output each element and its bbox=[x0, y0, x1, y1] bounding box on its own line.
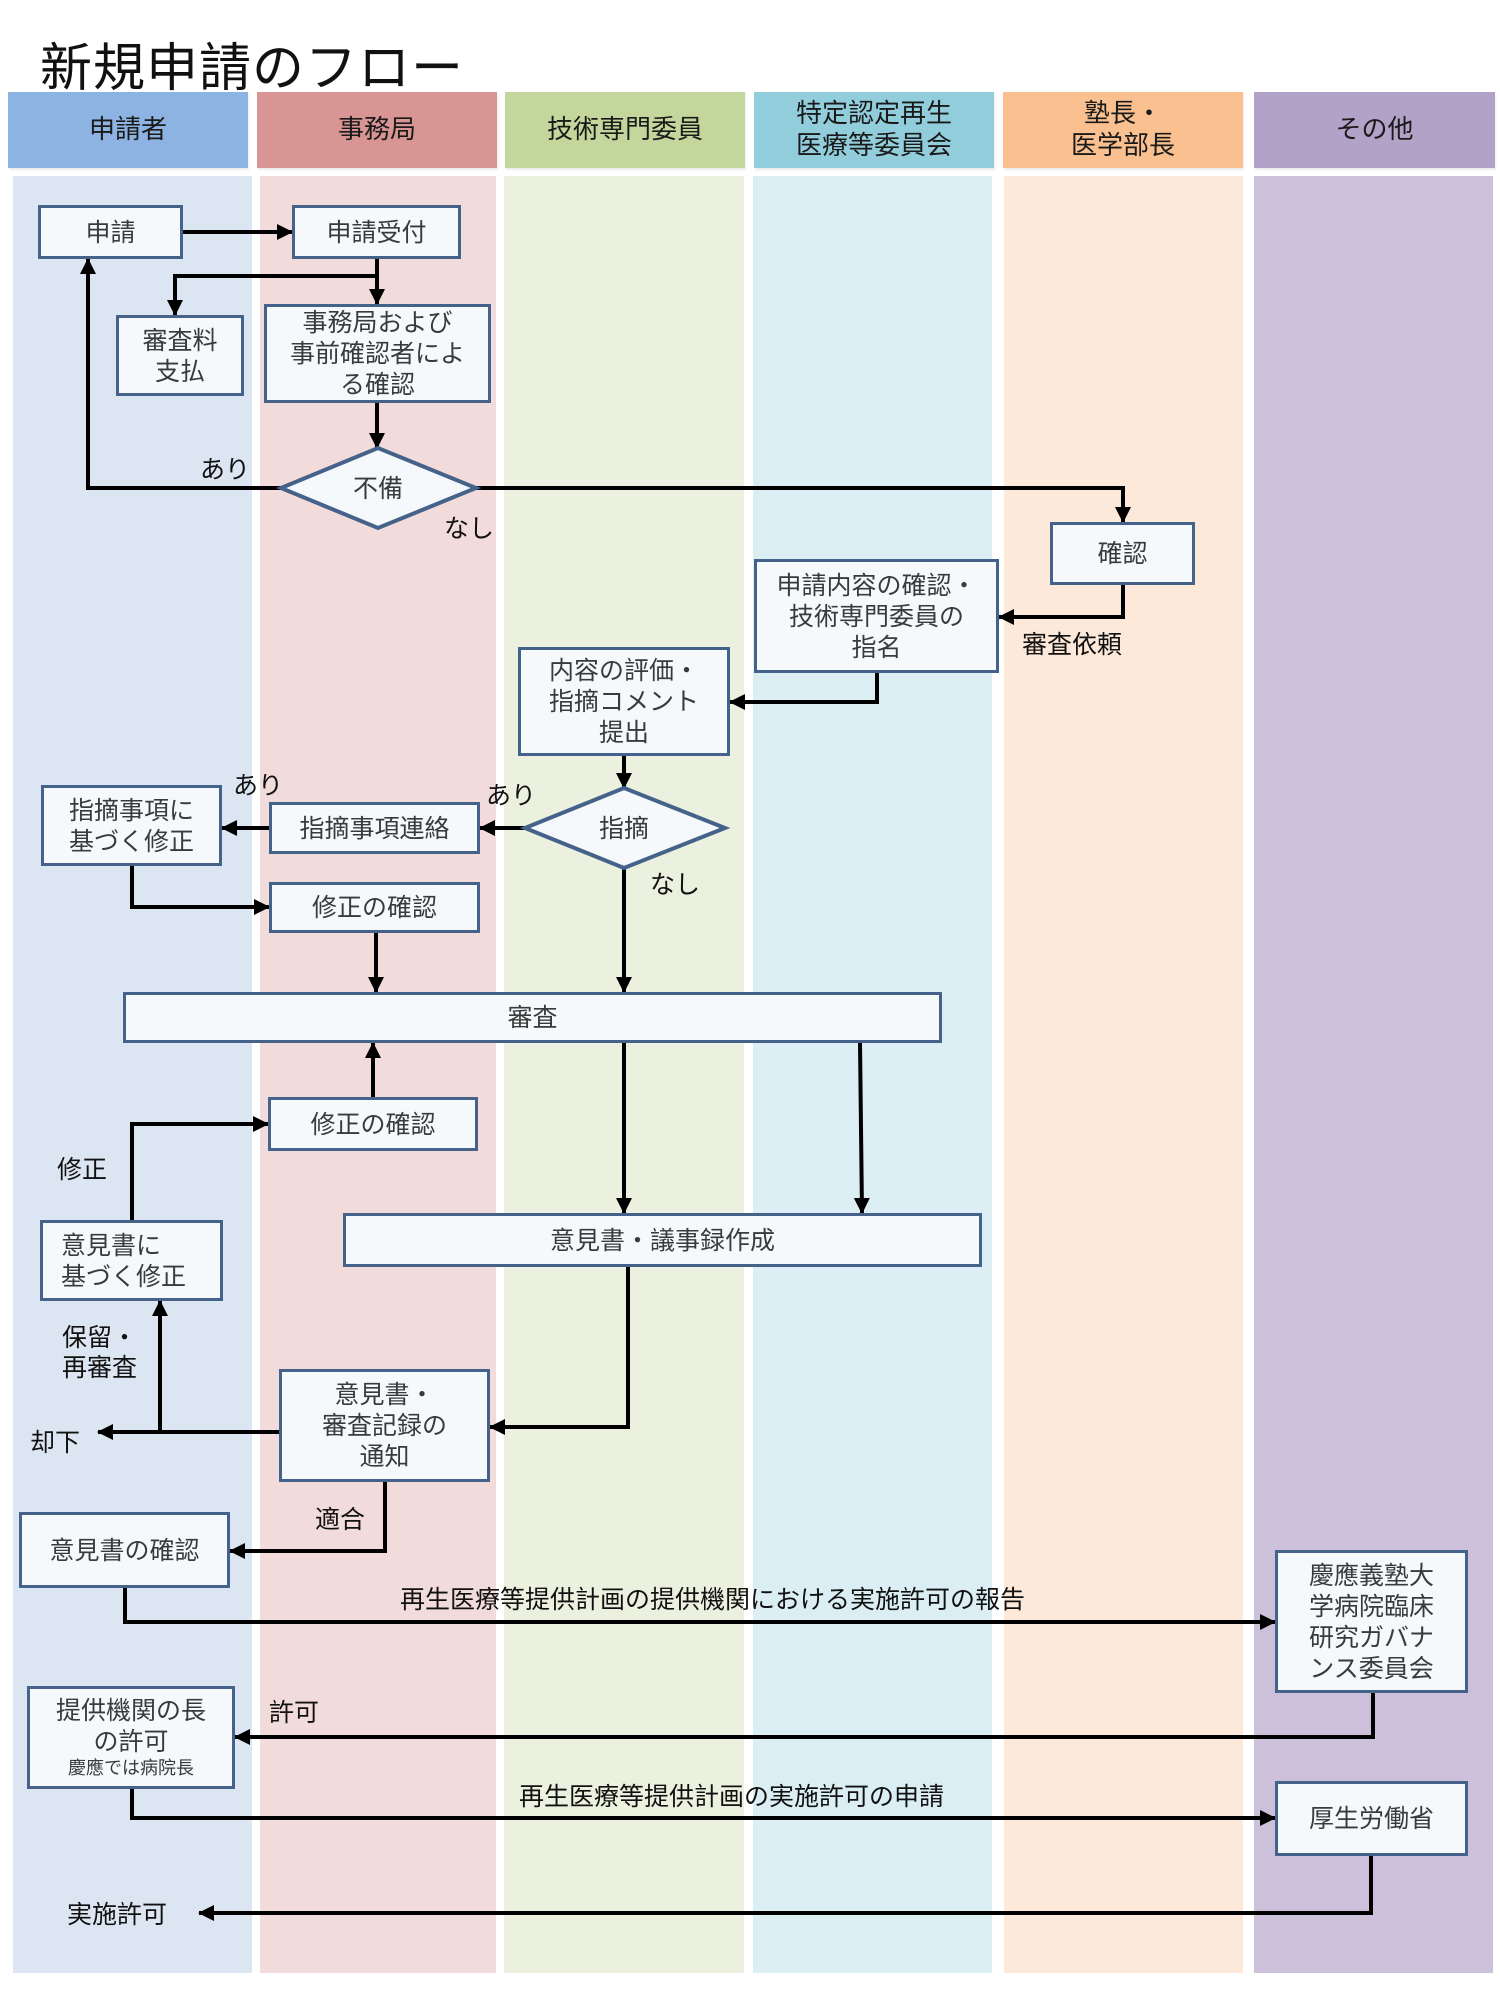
connector-permit bbox=[234, 1693, 1375, 1745]
lane-header-applicant: 申請者 bbox=[8, 92, 248, 168]
deficiency-diamond bbox=[275, 445, 482, 531]
mhlw-box: 厚生労働省 bbox=[1275, 1781, 1468, 1856]
box-label: 意見書・ 審査記録の 通知 bbox=[321, 1380, 447, 1471]
fix-opinion-box: 意見書に 基づく修正 bbox=[40, 1220, 223, 1301]
assign-expert-box: 申請内容の確認・ 技術専門委員の 指名 bbox=[754, 559, 999, 673]
lane-header-secretariat: 事務局 bbox=[257, 92, 497, 168]
apply-box: 申請 bbox=[38, 205, 183, 259]
box-label: 審査料 支払 bbox=[142, 325, 218, 386]
connector-report bbox=[123, 1588, 1276, 1630]
lane-body-applicant bbox=[13, 176, 252, 1973]
connector-confirm-to-assign bbox=[998, 585, 1125, 625]
opinion-check-box: 意見書の確認 bbox=[19, 1512, 230, 1588]
notice-box: 意見書・ 審査記録の 通知 bbox=[279, 1369, 490, 1482]
box-label: 内容の評価・ 指摘コメント 提出 bbox=[548, 656, 699, 747]
box-label: 意見書・議事録作成 bbox=[549, 1225, 775, 1255]
lane-label: 事務局 bbox=[337, 115, 416, 145]
review-box: 審査 bbox=[123, 992, 942, 1043]
box-label: 申請受付 bbox=[326, 217, 427, 247]
label-apply-permit: 再生医療等提供計画の実施許可の申請 bbox=[519, 1782, 945, 1811]
connector-review-to-minutes-2 bbox=[853, 1042, 870, 1214]
lane-label: 技術専門委員 bbox=[546, 115, 703, 145]
remarks-diamond bbox=[519, 785, 731, 871]
lane-label: その他 bbox=[1335, 115, 1414, 145]
box-label: 確認 bbox=[1097, 539, 1148, 568]
remarks-decision: 指摘 bbox=[598, 814, 650, 843]
lane-header-president-dean: 塾長・ 医学部長 bbox=[1003, 92, 1243, 168]
receipt-box: 申請受付 bbox=[292, 205, 461, 259]
fix-remarks-box: 指摘事項に 基づく修正 bbox=[41, 785, 222, 866]
label-deficiency-no: なし bbox=[444, 514, 495, 543]
box-label: 修正の確認 bbox=[310, 1109, 436, 1139]
evaluate-box: 内容の評価・ 指摘コメント 提出 bbox=[518, 647, 730, 756]
lane-header-other: その他 bbox=[1254, 92, 1495, 168]
lane-body-president-dean bbox=[1004, 176, 1243, 1973]
deficiency-decision: 不備 bbox=[352, 474, 404, 503]
box-label: 慶應義塾大 学病院臨床 研究ガバナ ンス委員会 bbox=[1308, 1560, 1434, 1683]
fee-payment-box: 審査料 支払 bbox=[116, 315, 244, 396]
connector-deficiency-yes bbox=[80, 258, 281, 490]
label-reject: 却下 bbox=[30, 1428, 81, 1457]
connector-apply-permit bbox=[130, 1789, 1276, 1826]
connector-implementation-permit bbox=[198, 1856, 1373, 1921]
minutes-box: 意見書・議事録作成 bbox=[343, 1213, 982, 1267]
label-remarks-yes: あり bbox=[486, 781, 537, 810]
label-review-request: 審査依頼 bbox=[1022, 630, 1123, 659]
box-label: 意見書に 基づく修正 bbox=[61, 1230, 187, 1291]
box-label: 指摘事項連絡 bbox=[299, 813, 450, 843]
head-permit-box: 提供機関の長 の許可 慶應では病院長 bbox=[27, 1686, 235, 1789]
connector-fix-to-check bbox=[130, 866, 270, 915]
box-label: 意見書の確認 bbox=[49, 1535, 200, 1565]
label-revise: 修正 bbox=[57, 1155, 108, 1184]
label-deficiency-yes: あり bbox=[200, 455, 251, 484]
lane-header-technical-expert: 技術専門委員 bbox=[505, 92, 745, 168]
confirm-box: 確認 bbox=[1050, 522, 1195, 585]
box-label: 申請 bbox=[85, 217, 136, 247]
lane-label: 特定認定再生 医療等委員会 bbox=[795, 99, 952, 161]
lane-label: 申請者 bbox=[88, 115, 167, 145]
box-label: 提供機関の長 の許可 bbox=[55, 1695, 206, 1756]
label-hold-rereview: 保留・ 再審査 bbox=[62, 1323, 138, 1382]
connector-minutes-to-notice bbox=[489, 1267, 630, 1435]
box-label: 申請内容の確認・ 技術専門委員の 指名 bbox=[776, 570, 977, 662]
label-permit: 許可 bbox=[269, 1698, 320, 1727]
label-remarks-yes-left: あり bbox=[233, 771, 284, 800]
notify-remarks-box: 指摘事項連絡 bbox=[269, 802, 480, 854]
label-implementation-permit: 実施許可 bbox=[67, 1900, 168, 1929]
box-label: 厚生労働省 bbox=[1308, 1804, 1434, 1833]
check-fix-box-2: 修正の確認 bbox=[268, 1097, 478, 1151]
connector-notice-conform bbox=[229, 1482, 387, 1559]
box-note: 慶應では病院長 bbox=[68, 1757, 194, 1779]
connector-receipt-to-fee bbox=[167, 274, 377, 316]
box-label: 審査 bbox=[507, 1003, 558, 1032]
governance-committee-box: 慶應義塾大 学病院臨床 研究ガバナ ンス委員会 bbox=[1275, 1550, 1468, 1693]
connector-deficiency-no bbox=[476, 486, 1131, 523]
page-title: 新規申請のフロー bbox=[40, 39, 465, 99]
lane-header-committee: 特定認定再生 医療等委員会 bbox=[754, 92, 994, 168]
check-fix-box-1: 修正の確認 bbox=[269, 882, 480, 933]
connector-assign-to-evaluate bbox=[729, 673, 879, 710]
label-remarks-no: なし bbox=[650, 870, 701, 899]
lane-label: 塾長・ 医学部長 bbox=[1070, 99, 1175, 161]
box-label: 修正の確認 bbox=[311, 893, 437, 922]
label-report: 再生医療等提供計画の提供機関における実施許可の報告 bbox=[400, 1585, 1026, 1614]
box-label: 事務局および 事前確認者によ る確認 bbox=[289, 308, 465, 399]
label-conform: 適合 bbox=[315, 1505, 366, 1534]
lane-body-committee bbox=[753, 176, 992, 1973]
box-label: 指摘事項に 基づく修正 bbox=[68, 795, 194, 856]
connector-fix-opinion-to-check2 bbox=[130, 1116, 269, 1220]
precheck-box: 事務局および 事前確認者によ る確認 bbox=[264, 304, 491, 403]
